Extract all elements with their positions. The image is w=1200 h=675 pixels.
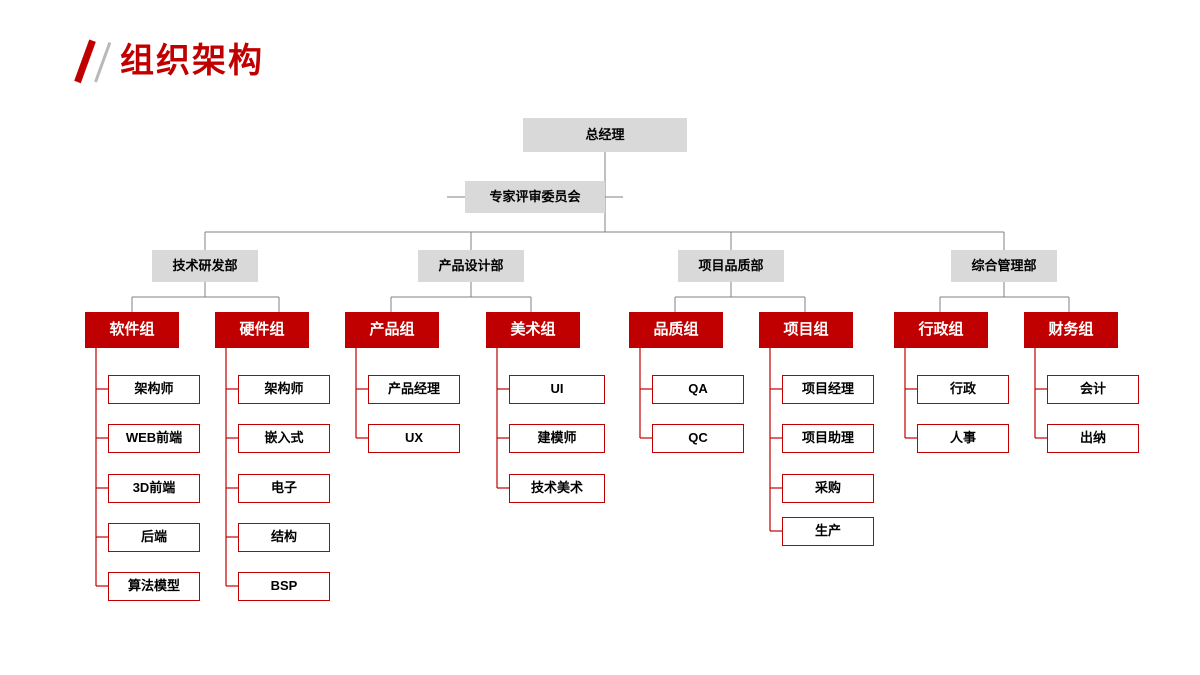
- node-member-2-1-2[interactable]: 采购: [782, 474, 874, 503]
- node-department-1[interactable]: 产品设计部: [418, 250, 524, 282]
- node-department-0[interactable]: 技术研发部: [152, 250, 258, 282]
- slash-decoration-icon: [70, 38, 112, 84]
- node-member-3-0-1[interactable]: 人事: [917, 424, 1009, 453]
- node-member-1-0-0[interactable]: 产品经理: [368, 375, 460, 404]
- node-member-2-0-1[interactable]: QC: [652, 424, 744, 453]
- node-member-3-1-1[interactable]: 出纳: [1047, 424, 1139, 453]
- node-root[interactable]: 总经理: [523, 118, 687, 152]
- node-member-0-1-0[interactable]: 架构师: [238, 375, 330, 404]
- node-group-1-0[interactable]: 产品组: [345, 312, 439, 348]
- node-member-0-0-0[interactable]: 架构师: [108, 375, 200, 404]
- node-advisory[interactable]: 专家评审委员会: [465, 181, 605, 213]
- node-department-3[interactable]: 综合管理部: [951, 250, 1057, 282]
- node-member-2-1-0[interactable]: 项目经理: [782, 375, 874, 404]
- node-member-1-1-0[interactable]: UI: [509, 375, 605, 404]
- node-member-3-0-0[interactable]: 行政: [917, 375, 1009, 404]
- node-member-0-1-3[interactable]: 结构: [238, 523, 330, 552]
- node-member-2-1-1[interactable]: 项目助理: [782, 424, 874, 453]
- node-member-3-1-0[interactable]: 会计: [1047, 375, 1139, 404]
- node-group-2-0[interactable]: 品质组: [629, 312, 723, 348]
- node-member-2-1-3[interactable]: 生产: [782, 517, 874, 546]
- node-group-0-0[interactable]: 软件组: [85, 312, 179, 348]
- node-group-3-1[interactable]: 财务组: [1024, 312, 1118, 348]
- node-member-2-0-0[interactable]: QA: [652, 375, 744, 404]
- node-member-1-1-2[interactable]: 技术美术: [509, 474, 605, 503]
- node-group-1-1[interactable]: 美术组: [486, 312, 580, 348]
- node-member-0-0-3[interactable]: 后端: [108, 523, 200, 552]
- page-title: 组织架构: [70, 38, 264, 84]
- node-member-0-1-4[interactable]: BSP: [238, 572, 330, 601]
- node-member-0-0-2[interactable]: 3D前端: [108, 474, 200, 503]
- node-member-0-1-1[interactable]: 嵌入式: [238, 424, 330, 453]
- node-member-0-1-2[interactable]: 电子: [238, 474, 330, 503]
- node-member-1-1-1[interactable]: 建模师: [509, 424, 605, 453]
- node-group-3-0[interactable]: 行政组: [894, 312, 988, 348]
- node-member-1-0-1[interactable]: UX: [368, 424, 460, 453]
- node-member-0-0-4[interactable]: 算法模型: [108, 572, 200, 601]
- node-department-2[interactable]: 项目品质部: [678, 250, 784, 282]
- node-group-0-1[interactable]: 硬件组: [215, 312, 309, 348]
- page-title-text: 组织架构: [120, 42, 264, 80]
- node-group-2-1[interactable]: 项目组: [759, 312, 853, 348]
- node-member-0-0-1[interactable]: WEB前端: [108, 424, 200, 453]
